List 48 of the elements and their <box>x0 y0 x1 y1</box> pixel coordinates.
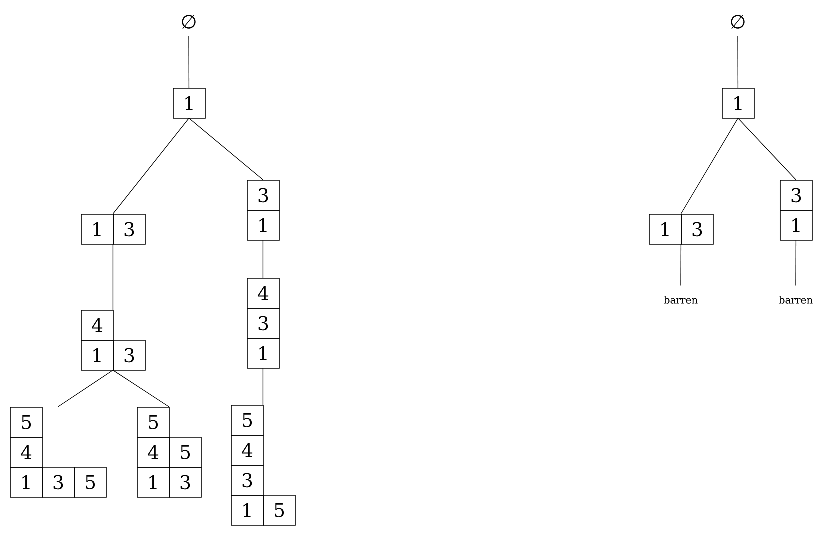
tableau-cell: 3 <box>231 465 264 496</box>
tree-edge <box>112 370 170 408</box>
tableau-cell: 4 <box>81 310 114 341</box>
tableau-cell: 1 <box>81 214 114 245</box>
tree-edge <box>112 118 190 214</box>
tree-edge <box>262 240 264 278</box>
tree-edge <box>262 368 264 406</box>
tableau-cell: 3 <box>247 308 280 339</box>
tree-label: barren <box>664 296 698 304</box>
tree-edge <box>188 36 190 88</box>
tableau-cell: 5 <box>263 495 296 526</box>
tableau-cell: 3 <box>780 180 813 211</box>
tableau-cell: 1 <box>173 88 206 119</box>
tableau-cell: 1 <box>247 338 280 369</box>
tableau-cell: 1 <box>231 495 264 526</box>
tableau-cell: 1 <box>10 467 43 498</box>
tree-edge <box>738 118 797 180</box>
tableau-cell: 1 <box>649 214 682 245</box>
tableau-cell: 4 <box>10 437 43 468</box>
tree-edge <box>188 118 264 180</box>
tableau-cell: 5 <box>169 437 202 468</box>
tableau-cell: 1 <box>722 88 755 119</box>
tree-edge <box>112 244 114 310</box>
tableau-cell: 5 <box>137 407 170 438</box>
tableau-cell: 1 <box>247 210 280 241</box>
tree-edge <box>796 240 797 286</box>
tableau-cell: 3 <box>681 214 714 245</box>
tableau-cell: 1 <box>780 210 813 241</box>
tableau-cell: 4 <box>137 437 170 468</box>
tableau-cell: 3 <box>169 467 202 498</box>
tableau-cell: 5 <box>74 467 107 498</box>
tableau-cell: 4 <box>231 435 264 466</box>
tableau-cell: 3 <box>113 340 146 371</box>
tableau-cell: 3 <box>247 180 280 211</box>
tree-label: barren <box>779 296 813 304</box>
tableau-cell: 5 <box>10 407 43 438</box>
tree-edge <box>680 244 682 286</box>
tableau-cell: 1 <box>81 340 114 371</box>
tree-label: ∅ <box>731 15 745 29</box>
tree-label: ∅ <box>182 15 196 29</box>
tableau-cell: 1 <box>137 467 170 498</box>
tree-edge <box>680 118 739 214</box>
tree-edge <box>58 370 114 408</box>
tableau-cell: 4 <box>247 278 280 309</box>
tableau-cell: 3 <box>42 467 75 498</box>
tree-edge <box>738 36 739 88</box>
tableau-cell: 3 <box>113 214 146 245</box>
tableau-cell: 5 <box>231 405 264 436</box>
